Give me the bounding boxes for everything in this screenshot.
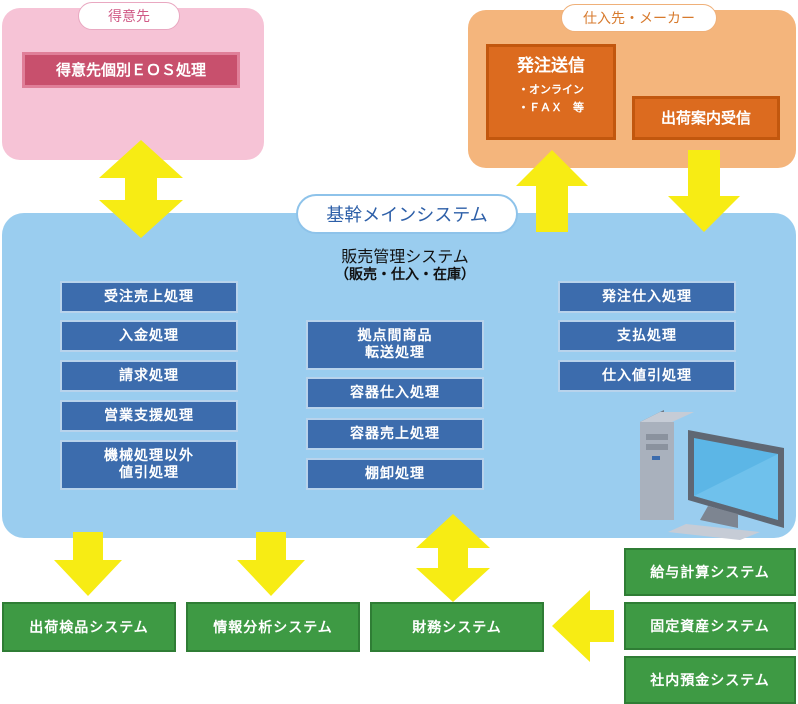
order-send-title: 発注送信 (517, 56, 585, 76)
customer-eos-box: 得意先個別ＥＯＳ処理 (22, 52, 240, 88)
sales-management-title-line1: 販売管理システム (341, 247, 469, 266)
payment-process: 支払処理 (558, 320, 736, 352)
information-analysis-system: 情報分析システム (186, 602, 360, 652)
computer-icon (640, 410, 784, 540)
inter-branch-transfer-process: 拠点間商品 転送処理 (306, 320, 484, 370)
payroll-system: 給与計算システム (624, 548, 796, 596)
employee-deposit-system: 社内預金システム (624, 656, 796, 704)
purchase-discount-process: 仕入値引処理 (558, 360, 736, 392)
customer-label: 得意先 (78, 2, 180, 30)
sales-management-title-line2: （販売・仕入・在庫） (335, 267, 475, 283)
purchase-order-process: 発注仕入処理 (558, 281, 736, 313)
payment-receipt-process: 入金処理 (60, 320, 238, 352)
core-system-label: 基幹メインシステム (296, 194, 518, 234)
finance-double-arrow (416, 514, 490, 602)
analysis-down-arrow (237, 532, 305, 596)
manual-discount-process: 機械処理以外 値引処理 (60, 440, 238, 490)
order-send-line1: ・オンライン (518, 83, 584, 96)
order-send-up-arrow (516, 150, 588, 232)
billing-process: 請求処理 (60, 360, 238, 392)
fixed-asset-system: 固定資産システム (624, 602, 796, 650)
sales-management-title: 販売管理システム （販売・仕入・在庫） (290, 248, 520, 284)
side-to-finance-left-arrow (552, 590, 614, 662)
order-send-line2: ・ＦＡＸ 等 (518, 101, 584, 114)
customer-core-double-arrow (99, 140, 183, 238)
inventory-count-process: 棚卸処理 (306, 458, 484, 490)
order-sales-process: 受注売上処理 (60, 281, 238, 313)
shipment-inspection-system: 出荷検品システム (2, 602, 176, 652)
order-send-box: 発注送信 ・オンライン ・ＦＡＸ 等 (486, 44, 616, 140)
container-sales-process: 容器売上処理 (306, 418, 484, 450)
inspection-down-arrow (54, 532, 122, 596)
shipment-down-arrow (668, 150, 740, 232)
shipment-receive-box: 出荷案内受信 (632, 96, 780, 140)
finance-system: 財務システム (370, 602, 544, 652)
sales-support-process: 営業支援処理 (60, 400, 238, 432)
container-purchase-process: 容器仕入処理 (306, 377, 484, 409)
supplier-label: 仕入先・メーカー (561, 4, 717, 32)
